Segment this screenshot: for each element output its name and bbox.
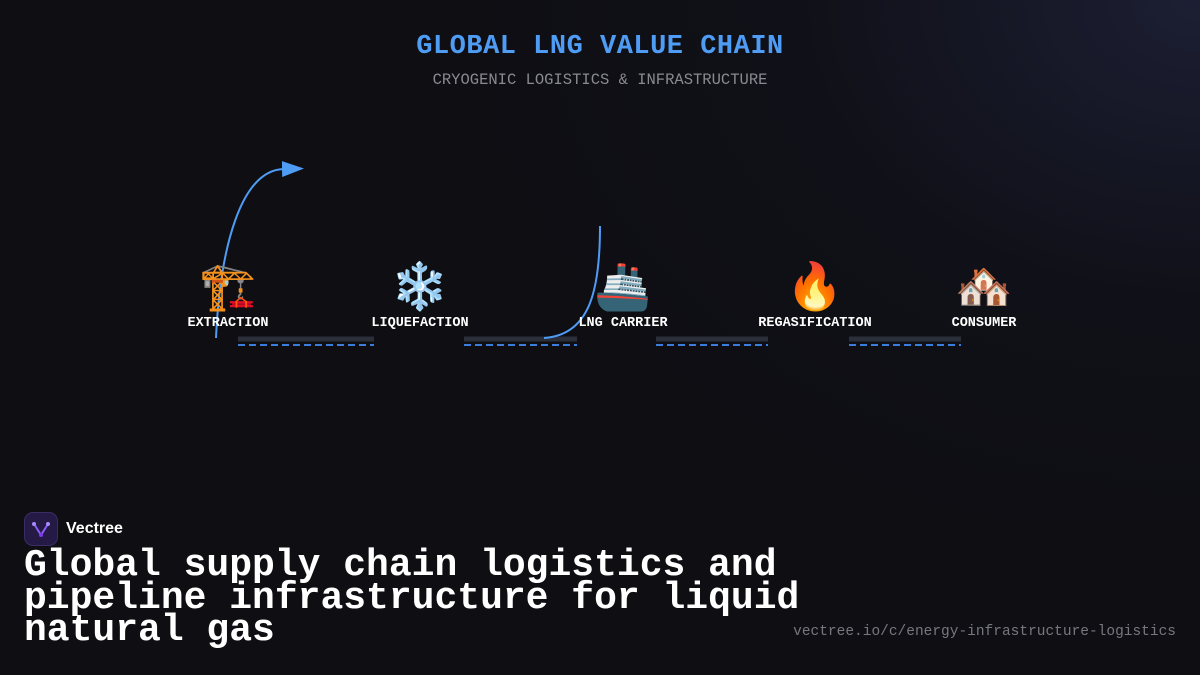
stage-label: REGASIFICATION (758, 316, 872, 331)
stage-label: EXTRACTION (187, 316, 269, 331)
fire-icon: 🔥 (786, 259, 844, 313)
headline: Global supply chain logistics and pipeli… (24, 544, 800, 652)
carrier-curve (543, 225, 601, 339)
brand[interactable]: Vectree (24, 512, 123, 546)
stage-extraction: 🏗️ EXTRACTION (148, 258, 308, 331)
houses-icon: 🏘️ (955, 259, 1013, 313)
stage-lng-carrier: 🚢 LNG CARRIER (543, 258, 703, 331)
stage-label: LIQUEFACTION (371, 316, 469, 331)
stage-consumer: 🏘️ CONSUMER (904, 258, 1064, 331)
diagram-title: GLOBAL LNG VALUE CHAIN (416, 32, 784, 62)
ship-icon: 🚢 (594, 259, 652, 313)
extraction-arrow (215, 161, 304, 339)
stage-regasification: 🔥 REGASIFICATION (735, 258, 895, 331)
pipeline-segments (238, 336, 961, 346)
vectree-logo-icon (24, 512, 58, 546)
construction-crane-icon: 🏗️ (199, 259, 257, 313)
source-url[interactable]: vectree.io/c/energy-infrastructure-logis… (793, 624, 1176, 640)
stage-label: CONSUMER (951, 316, 1017, 331)
stage-liquefaction: ❄️ LIQUEFACTION (340, 258, 500, 331)
snowflake-icon: ❄️ (391, 259, 449, 313)
diagram-subtitle: CRYOGENIC LOGISTICS & INFRASTRUCTURE (432, 71, 768, 89)
brand-name: Vectree (66, 520, 123, 537)
stage-label: LNG CARRIER (578, 316, 668, 331)
